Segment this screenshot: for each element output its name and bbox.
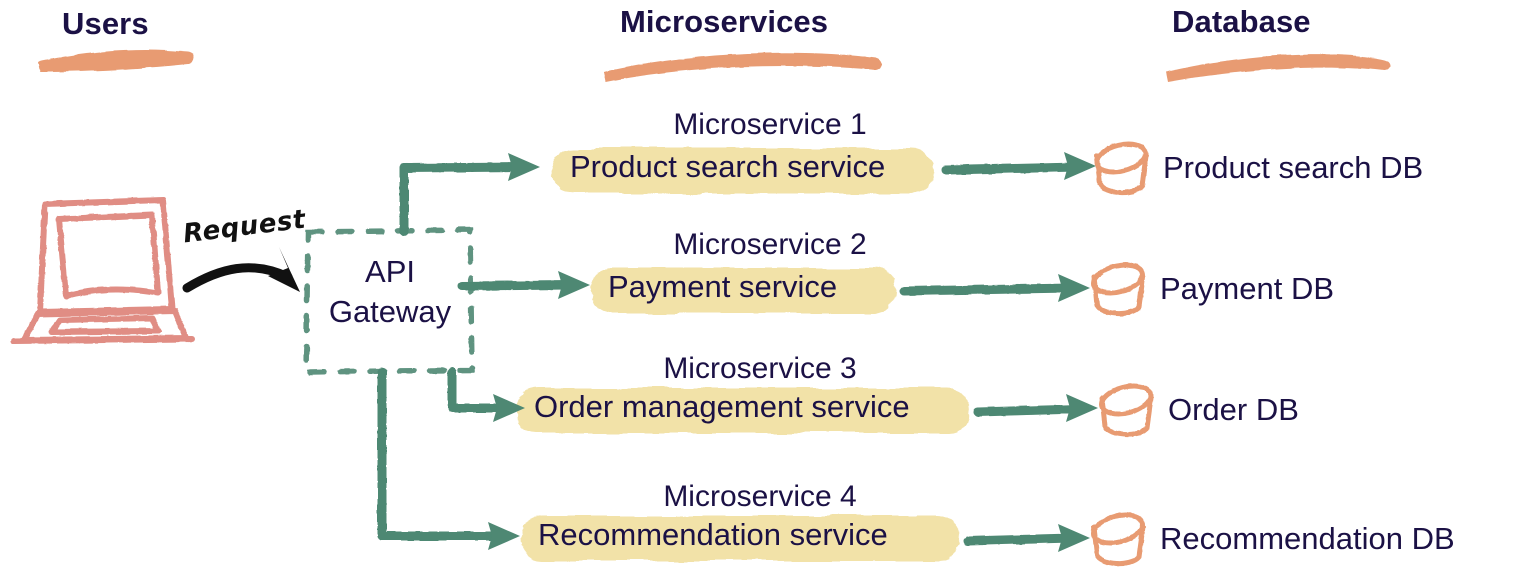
request-label: Request (181, 204, 308, 250)
arrow-ms2-to-db2 (899, 283, 1077, 296)
arrow-ms4-to-db4 (963, 533, 1077, 546)
users-underline-brush (38, 50, 194, 72)
heading-underline-brushes (38, 50, 1390, 82)
microservice-2-number: Microservice 2 (673, 228, 867, 261)
database-cylinder-icon-1 (1094, 141, 1149, 195)
microservice-3-service-label: Order management service (534, 389, 910, 424)
arrow-gateway-to-ms1 (399, 162, 525, 237)
database-3-label: Order DB (1168, 392, 1299, 427)
arrow-gateway-to-ms2 (457, 280, 575, 291)
microservices-underline-brush (604, 52, 882, 82)
database-4-label: Recommendation DB (1160, 521, 1455, 556)
laptop-icon (11, 197, 195, 344)
database-cylinder-icon-3 (1099, 383, 1154, 437)
arrow-gateway-to-ms3 (447, 367, 510, 413)
database-cylinder-icon-2 (1091, 262, 1146, 316)
database-1-label: Product search DB (1163, 150, 1424, 185)
arrow-ms3-to-db3 (973, 404, 1085, 417)
database-underline-brush (1166, 54, 1390, 82)
column-heading-microservices: Microservices (620, 4, 829, 39)
microservice-1-number: Microservice 1 (673, 108, 867, 141)
api-gateway-label-line1: API (365, 254, 415, 289)
database-cylinder-icon-4 (1091, 512, 1146, 566)
arrow-ms1-to-db1 (941, 162, 1083, 175)
db-arrow-heads (1058, 152, 1098, 552)
column-heading-database: Database (1172, 4, 1311, 39)
column-heading-users: Users (62, 6, 149, 41)
arrow-gateway-to-ms4 (377, 367, 505, 541)
database-2-label: Payment DB (1160, 271, 1335, 306)
microservice-1-service-label: Product search service (570, 149, 886, 184)
microservice-3-number: Microservice 3 (663, 352, 857, 385)
request-arrow (182, 247, 300, 293)
api-gateway-label-line2: Gateway (328, 294, 452, 329)
microservice-4-service-label: Recommendation service (538, 517, 888, 552)
microservice-4-number: Microservice 4 (663, 480, 857, 513)
microservice-2-service-label: Payment service (608, 269, 838, 304)
